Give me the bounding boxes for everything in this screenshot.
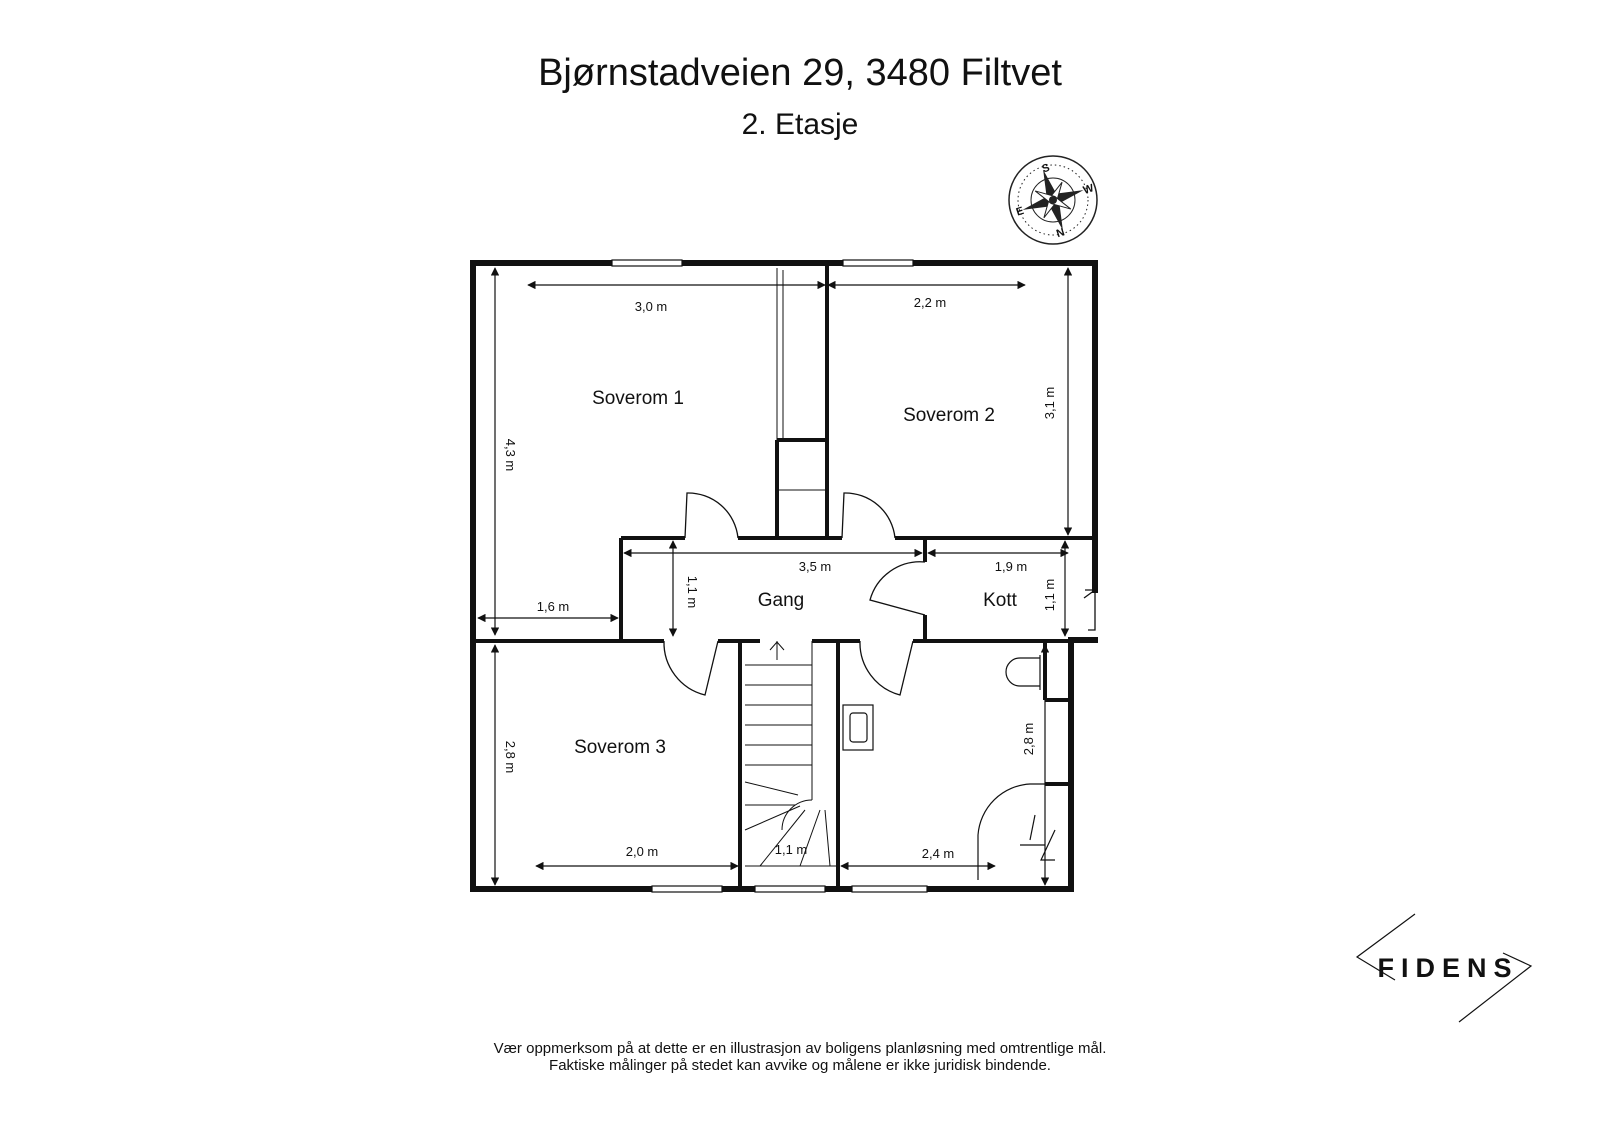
- compass-north: N: [1055, 226, 1066, 240]
- outer-walls: [470, 260, 1098, 892]
- compass-east: E: [1015, 205, 1026, 219]
- dim-soverom2-width: 2,2 m: [914, 295, 947, 310]
- dimension-lines: [477, 267, 1073, 886]
- disclaimer: Vær oppmerksom på at dette er en illustr…: [0, 1040, 1600, 1074]
- dim-soverom1-height: 4,3 m: [503, 439, 518, 472]
- dim-bath-height: 2,8 m: [1021, 723, 1036, 756]
- plan-title: Bjørnstadveien 29, 3480 Filtvet: [538, 52, 1062, 94]
- interior-walls: [473, 263, 1095, 889]
- compass-south: S: [1041, 162, 1052, 176]
- dim-soverom1-width: 3,0 m: [635, 299, 668, 314]
- room-label-soverom1: Soverom 1: [592, 388, 684, 409]
- compass-west: W: [1082, 182, 1096, 197]
- staircase: [744, 641, 838, 867]
- dim-kott-width: 1,9 m: [995, 559, 1028, 574]
- floor-label: 2. Etasje: [741, 108, 859, 141]
- disclaimer-line-2: Faktiske målinger på stedet kan avvike o…: [549, 1057, 1051, 1074]
- room-label-kott: Kott: [983, 590, 1018, 611]
- disclaimer-line-1: Vær oppmerksom på at dette er en illustr…: [493, 1040, 1107, 1057]
- compass-icon: S N E W: [1008, 155, 1098, 245]
- windows: [611, 259, 928, 893]
- logo-text: FIDENS: [1377, 953, 1518, 983]
- dim-bath-width: 2,4 m: [922, 846, 955, 861]
- doors: [663, 492, 1096, 696]
- dim-kott-height: 1,1 m: [1042, 579, 1057, 612]
- fidens-logo: FIDENS: [1355, 913, 1533, 1023]
- dim-gang-width: 3,5 m: [799, 559, 832, 574]
- room-label-soverom3: Soverom 3: [574, 737, 666, 758]
- dim-stair-width: 1,1 m: [775, 842, 808, 857]
- room-label-gang: Gang: [758, 590, 804, 611]
- dim-gang-height: 1,1 m: [685, 576, 700, 609]
- dim-soverom2-height: 3,1 m: [1042, 387, 1057, 420]
- dim-soverom1-bottom: 1,6 m: [537, 599, 570, 614]
- dim-soverom3-height: 2,8 m: [503, 741, 518, 774]
- wardrobe: [776, 268, 827, 491]
- dim-soverom3-width: 2,0 m: [626, 844, 659, 859]
- room-label-soverom2: Soverom 2: [903, 405, 995, 426]
